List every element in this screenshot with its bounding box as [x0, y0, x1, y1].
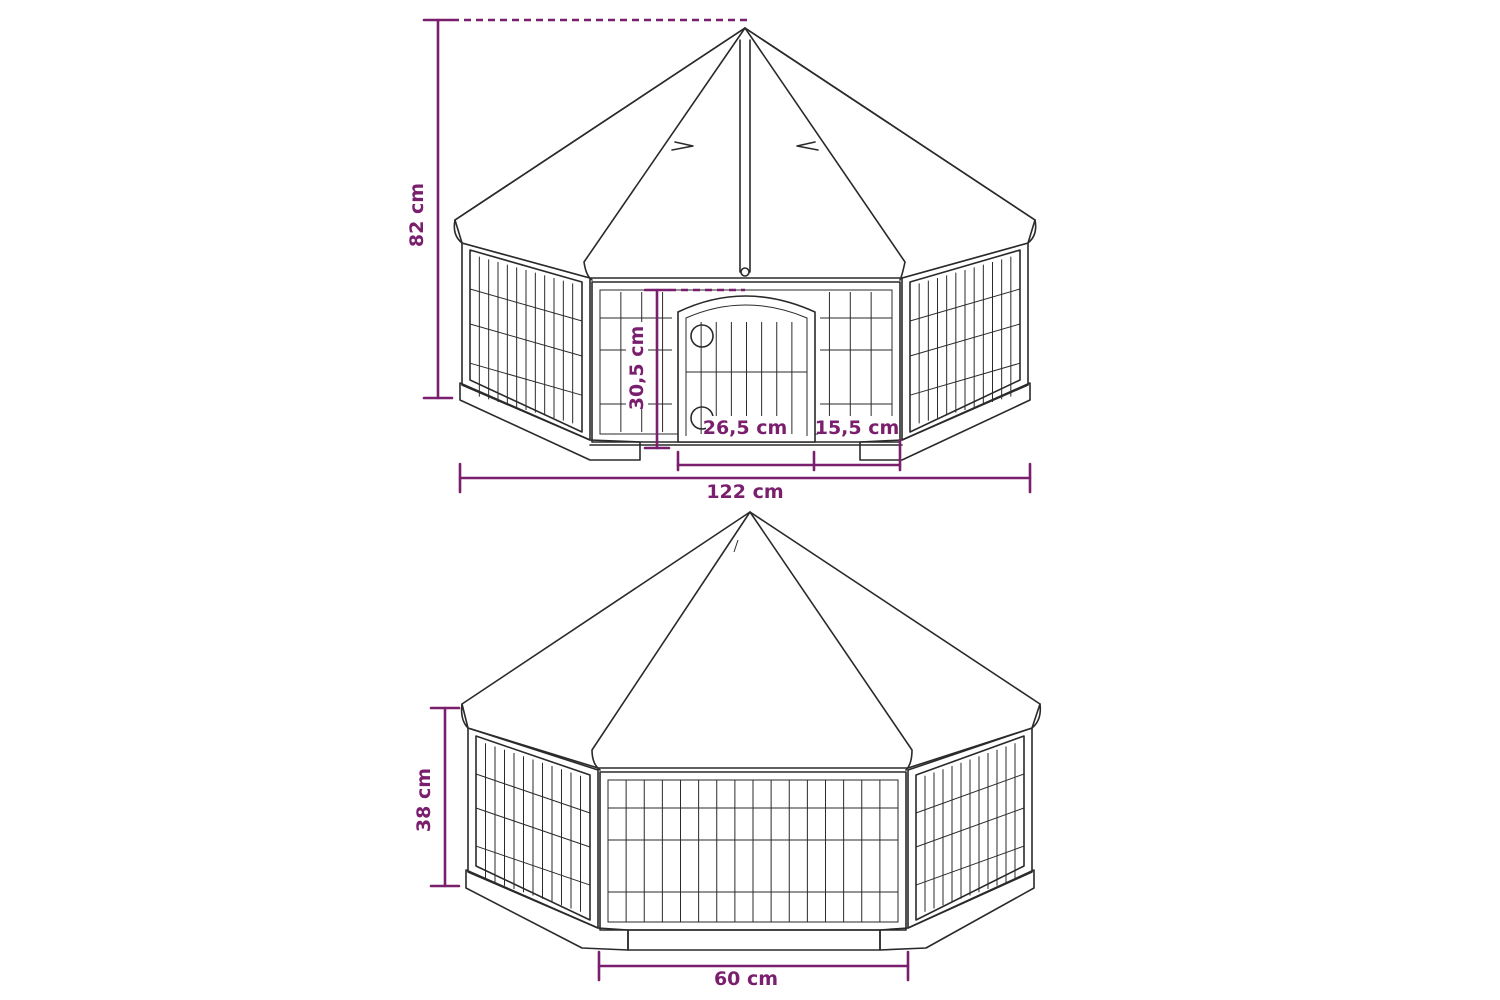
door-latch-top — [690, 324, 714, 348]
left-wall-panels — [461, 242, 591, 441]
door-height-label: 30,5 cm — [626, 326, 648, 411]
closed-width-label: 60 cm — [714, 968, 778, 990]
base-feet-bottom — [465, 869, 1035, 951]
bottom-dimensions: 38 cm 60 cm — [413, 706, 910, 990]
height-label: 82 cm — [406, 183, 428, 247]
roof-strap-right — [796, 141, 819, 151]
playpen-open-door-view — [453, 27, 1037, 461]
front-panel-bottom — [599, 771, 907, 931]
roof-strap-left — [671, 141, 694, 151]
door-width-label: 26,5 cm — [703, 417, 788, 439]
top-dimensions: 82 cm 122 cm 30,5 cm 26,5 cm 15,5 cm — [406, 18, 1032, 503]
roof-canopy-bottom — [460, 511, 1042, 771]
playpen-closed-view — [460, 511, 1042, 951]
closed-height-label: 38 cm — [413, 768, 435, 832]
roof-canopy — [453, 27, 1037, 281]
width-label: 122 cm — [706, 481, 783, 503]
base-feet — [459, 382, 1031, 461]
side-width-label: 15,5 cm — [815, 417, 900, 439]
